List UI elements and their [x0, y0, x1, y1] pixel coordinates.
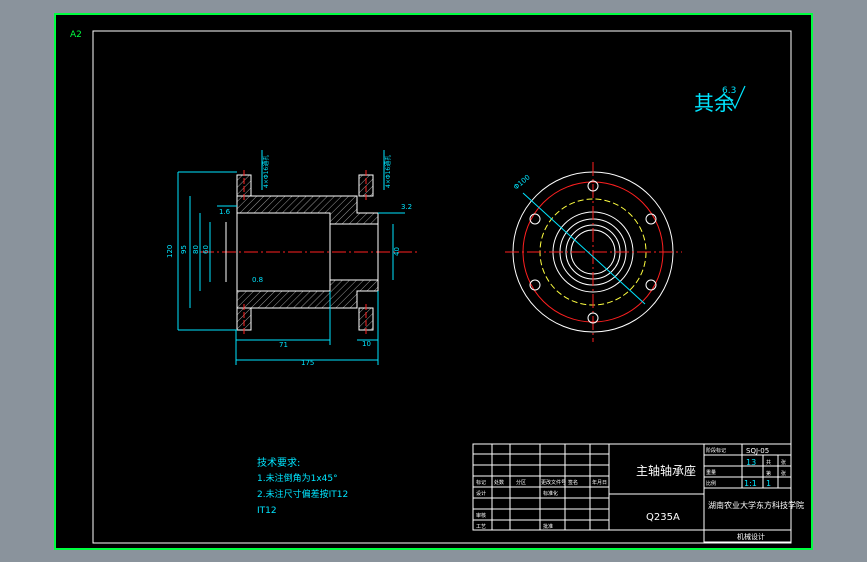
notes-line: 2.未注尺寸偏差按IT12 [257, 488, 348, 500]
drawing-number: SQJ-05 [746, 447, 769, 455]
bolt-hole [529, 279, 541, 291]
bolt-hole [587, 180, 599, 192]
dim-vertical: 95 [180, 245, 188, 254]
roughness-general-label: 其余 [694, 91, 734, 115]
scale: 1:1 [744, 479, 757, 488]
sheet-inner-frame [92, 30, 792, 544]
sheet-number: 1 [766, 479, 771, 488]
bolt-hole [645, 213, 657, 225]
part-name: 主轴轴承座 [636, 463, 696, 478]
bolt-hole [529, 213, 541, 225]
left-flange-bottom [236, 307, 252, 331]
title-block [472, 443, 792, 543]
roughness-mark: 0.8 [252, 276, 263, 284]
grid-label: 标准化 [543, 490, 558, 497]
grid-label: 张 [781, 470, 786, 477]
school-name: 湖南农业大学东方科技学院 [708, 500, 804, 510]
grid-label: 更改文件号 [541, 479, 566, 486]
flange-hole-note: 4×Φ16通孔 [384, 155, 392, 188]
grid-label: 张 [781, 459, 786, 466]
roughness-symbol-icon [728, 85, 746, 110]
grid-label: 阶段标记 [706, 447, 726, 454]
roughness-general-value: 6.3 [722, 86, 736, 96]
grid-label: 审核 [476, 512, 486, 519]
bolt-hole [645, 279, 657, 291]
grid-label: 第 [766, 470, 771, 477]
dim-vertical: 80 [192, 245, 200, 254]
grid-label: 比例 [706, 480, 716, 487]
material: Q235A [646, 512, 680, 523]
technical-notes: 技术要求: 1.未注倒角为1x45° 2.未注尺寸偏差按IT12 IT12 [257, 456, 348, 516]
roughness-mark: 1.6 [219, 208, 231, 216]
flange-hole-note: 4×Φ16通孔 [262, 155, 270, 188]
dim-horizontal: 71 [279, 341, 288, 349]
grid-label: 年月日 [592, 479, 607, 486]
grid-label: 工艺 [476, 524, 486, 530]
sheet-size-label: A2 [70, 30, 82, 40]
grid-label: 处数 [494, 479, 504, 486]
dim-vertical: 40 [393, 247, 401, 256]
notes-line: IT12 [257, 506, 277, 516]
grid-label: 标记 [476, 479, 486, 486]
diameter-leader [522, 192, 646, 305]
roughness-mark: 3.2 [401, 203, 412, 211]
title-block-text: 主轴轴承座 Q235A SQJ-05 13 1:1 1 湖南农业大学东方科技学院… [476, 447, 804, 541]
roughness-general-mark: 其余 6.3 [694, 85, 746, 115]
bottom-label: 机械设计 [737, 532, 765, 541]
bolt-hole [587, 312, 599, 324]
grid-label: 设计 [476, 490, 486, 497]
section-view: 120 95 80 60 40 71 175 10 1.6 3.2 0.8 4×… [166, 150, 420, 367]
notes-title: 技术要求: [257, 456, 300, 469]
grid-label: 签名 [568, 479, 578, 486]
dim-horizontal: 10 [362, 340, 371, 348]
sheet-outer-frame [54, 13, 813, 550]
notes-line: 1.未注倒角为1x45° [257, 472, 338, 484]
dim-vertical: 60 [202, 245, 210, 254]
grid-label: 分区 [516, 479, 526, 486]
sheet-count: 13 [746, 458, 756, 467]
section-dimensions [177, 171, 405, 365]
grid-label: 批准 [543, 523, 553, 530]
dim-horizontal: 175 [301, 359, 314, 367]
grid-label: 重量 [706, 469, 716, 476]
end-view: Φ100 [505, 162, 682, 342]
grid-label: 共 [766, 459, 771, 466]
right-flange-bottom [358, 307, 374, 331]
dim-vertical: 120 [166, 245, 174, 258]
